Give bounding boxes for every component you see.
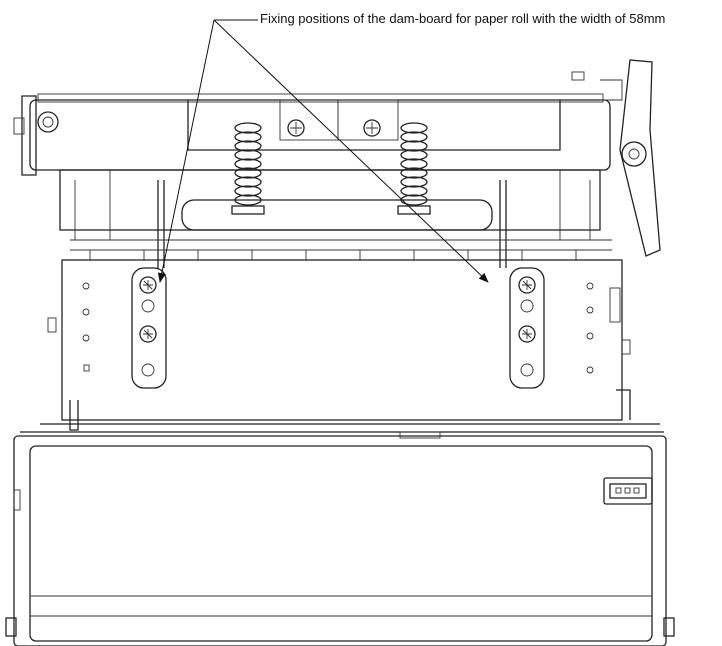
spring-coil xyxy=(397,122,431,215)
connector-block xyxy=(603,477,653,505)
right-pivot-circle xyxy=(621,141,647,167)
leader-arrow-right xyxy=(213,19,489,283)
spring-coil xyxy=(231,122,265,215)
leader-arrow-left xyxy=(157,19,215,283)
lower-cutter-body xyxy=(5,423,675,646)
middle-plate xyxy=(47,239,631,431)
callout-annotation: Fixing positions of the dam-board for pa… xyxy=(260,11,666,26)
top-roller-housing xyxy=(29,93,611,240)
leader-lines xyxy=(157,19,489,283)
guide-rods xyxy=(157,180,507,268)
left-side-bracket xyxy=(13,95,59,176)
top-screws xyxy=(287,119,381,137)
left-pivot-circle xyxy=(37,111,59,133)
springs xyxy=(231,122,431,215)
right-dam-board-slot xyxy=(509,267,545,389)
left-dam-board-slot xyxy=(131,267,167,389)
right-lever xyxy=(571,59,661,257)
